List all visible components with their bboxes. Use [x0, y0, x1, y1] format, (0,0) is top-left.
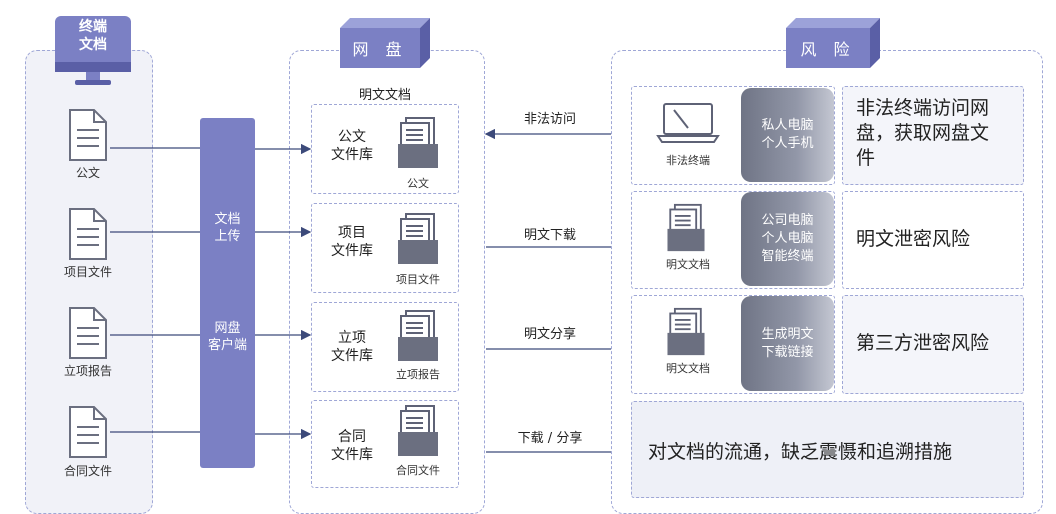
risk-description-box: [842, 86, 1024, 185]
netdisk-title: 网 盘: [340, 28, 420, 68]
risk-device-tag: 私人电脑 个人手机: [741, 88, 834, 182]
upload-label: 文档 上传: [214, 212, 241, 244]
terminal-doc-1[interactable]: [66, 108, 110, 162]
terminal-doc-label: 公文: [75, 166, 100, 180]
library-title: 项目 文件库: [331, 225, 373, 259]
library-title: 合同 文件库: [331, 429, 373, 463]
library-caption: 公文: [407, 177, 429, 190]
risk-description: 非法终端访问网 盘，获取网盘文 件: [856, 97, 990, 169]
library-caption: 立项报告: [396, 368, 440, 381]
file-stack-icon: [396, 212, 440, 266]
library-caption: 合同文件: [396, 464, 440, 477]
library-caption: 项目文件: [396, 273, 440, 286]
netdisk-title-cube: 网 盘: [340, 18, 430, 68]
document-icon: [69, 109, 107, 161]
file-stack-icon: [396, 404, 440, 458]
arrow-label-plaintext-download: 明文下载: [523, 228, 576, 243]
risk-source-caption: 明文文档: [666, 258, 710, 271]
laptop-icon: [656, 102, 720, 144]
risk-title-cube: 风 险: [786, 18, 880, 68]
document-icon: [69, 307, 107, 359]
risk-description-box: [842, 295, 1024, 394]
file-stack-icon: [664, 203, 708, 253]
risk-description: 明文泄密风险: [856, 228, 971, 250]
arrow-label-plaintext-share: 明文分享: [523, 327, 576, 342]
terminal-doc-4[interactable]: [66, 405, 110, 459]
risk-description-box: [842, 191, 1024, 289]
risk-device-tag: 公司电脑 个人电脑 智能终端: [741, 192, 834, 286]
risk-title: 风 险: [786, 28, 870, 68]
risk-description: 第三方泄密风险: [856, 332, 990, 354]
terminal-doc-label: 立项报告: [63, 364, 112, 378]
file-stack-icon: [396, 116, 440, 170]
monitor-icon: [53, 14, 133, 88]
arrow-label-illegal-access: 非法访问: [523, 112, 576, 127]
risk-source-caption: 非法终端: [666, 154, 710, 167]
risk-device-tag: 生成明文 下载链接: [741, 296, 834, 391]
document-icon: [69, 406, 107, 458]
library-title: 立项 文件库: [331, 330, 373, 364]
file-stack-icon: [396, 309, 440, 363]
terminal-doc-label: 合同文件: [63, 464, 112, 478]
terminal-doc-label: 项目文件: [63, 265, 112, 279]
risk-bottom-box: [631, 401, 1024, 498]
terminal-doc-3[interactable]: [66, 306, 110, 360]
arrow-label-download-share: 下载 / 分享: [517, 431, 583, 446]
risk-source-caption: 明文文档: [666, 362, 710, 375]
library-title: 公文 文件库: [331, 129, 373, 163]
terminal-title: 终端 文档: [79, 19, 107, 53]
document-icon: [69, 208, 107, 260]
client-label: 网盘 客户端: [207, 321, 247, 353]
file-stack-icon: [664, 307, 708, 357]
netdisk-subtitle: 明文文档: [358, 88, 411, 103]
upload-client-bar: [200, 118, 255, 468]
terminal-doc-2[interactable]: [66, 207, 110, 261]
risk-bottom-text: 对文档的流通，缺乏震慑和追溯措施: [648, 441, 953, 463]
